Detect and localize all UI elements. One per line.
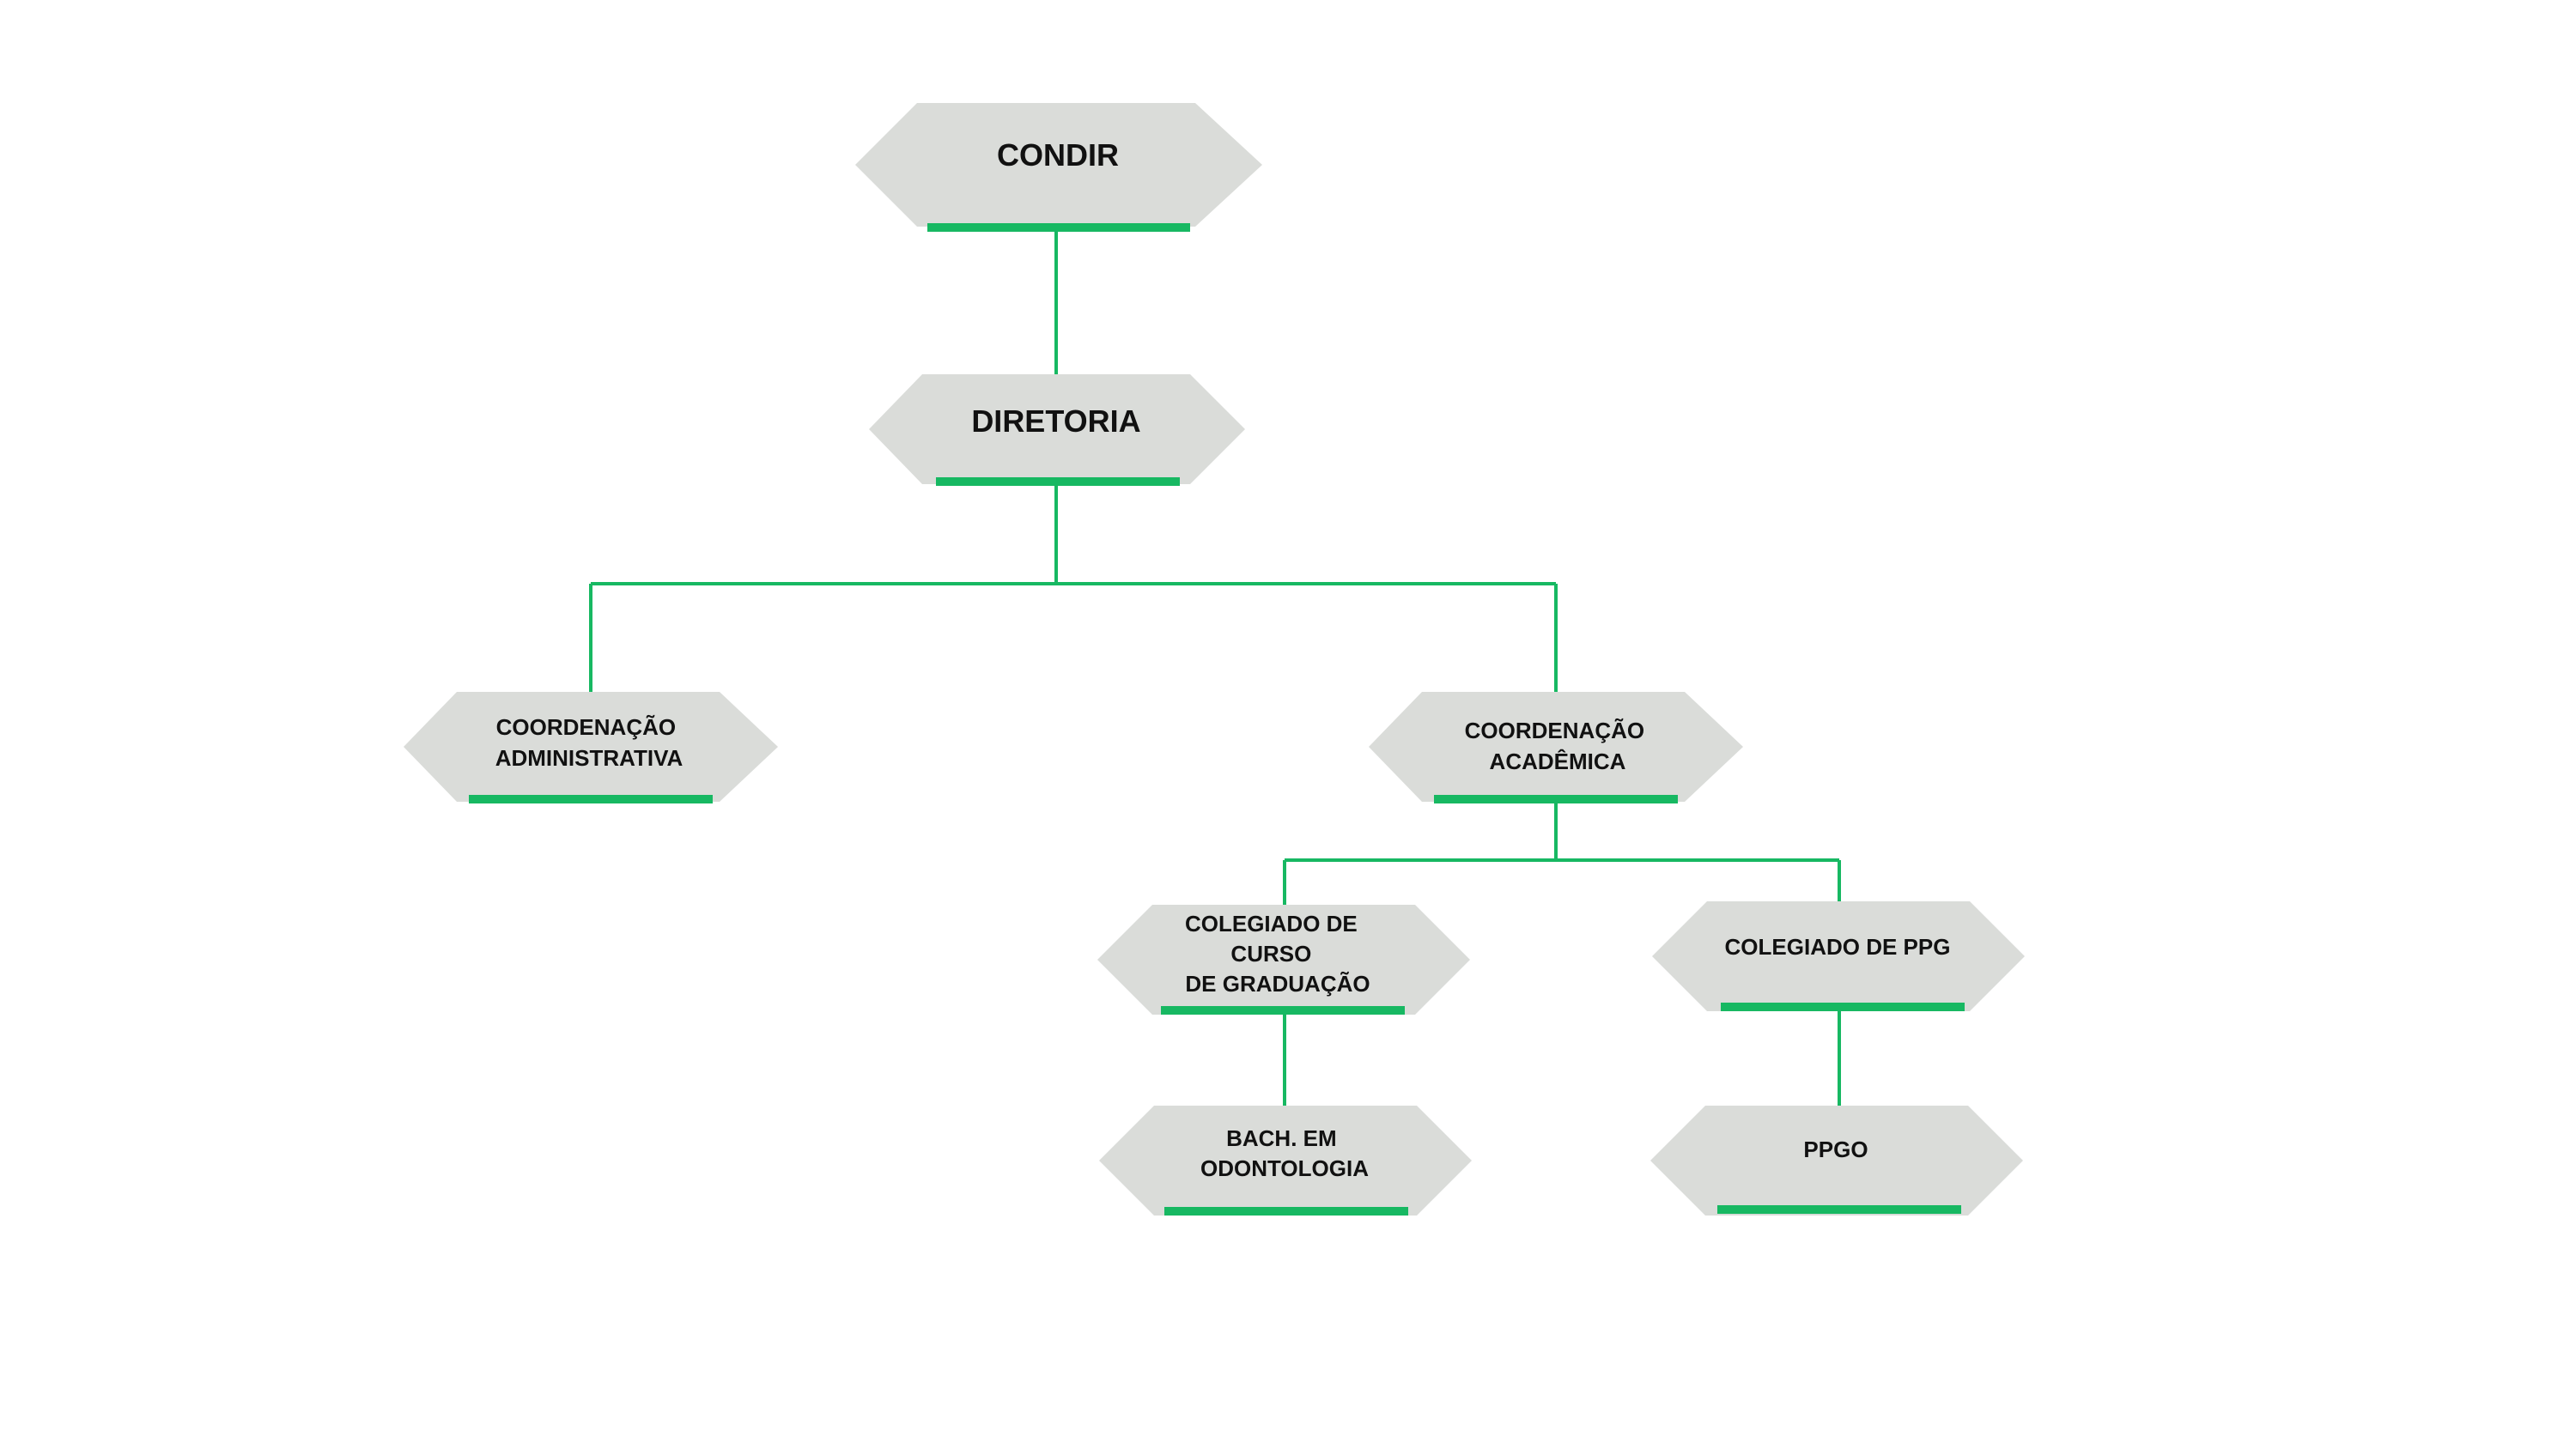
node-diretoria-shape	[869, 374, 1245, 484]
node-colegiado-grad-underline	[1161, 1006, 1405, 1015]
node-ppgo-label: PPGO	[1803, 1137, 1868, 1162]
node-coord-admin: COORDENAÇÃO ADMINISTRATIVA	[404, 692, 778, 803]
node-ppgo: PPGO	[1650, 1106, 2023, 1216]
node-coord-admin-shape	[404, 692, 778, 802]
node-ppgo-shape	[1650, 1106, 2023, 1216]
node-colegiado-ppg-label: COLEGIADO DE PPG	[1725, 934, 1951, 960]
node-coord-acad-label: COORDENAÇÃO ACADÊMICA	[1465, 718, 1651, 774]
node-colegiado-ppg: COLEGIADO DE PPG	[1652, 901, 2025, 1011]
node-condir: CONDIR	[855, 103, 1262, 232]
node-colegiado-grad: COLEGIADO DE CURSO DE GRADUAÇÃO	[1097, 905, 1470, 1015]
node-diretoria: DIRETORIA	[869, 374, 1245, 486]
node-coord-acad: COORDENAÇÃO ACADÊMICA	[1369, 692, 1743, 803]
node-coord-acad-underline	[1434, 795, 1678, 803]
node-diretoria-underline	[936, 477, 1180, 486]
node-bach-odonto: BACH. EM ODONTOLOGIA	[1099, 1106, 1472, 1216]
connectors	[589, 230, 1841, 1107]
node-bach-odonto-shape	[1099, 1106, 1472, 1216]
node-coord-admin-underline	[469, 795, 713, 803]
node-colegiado-ppg-shape	[1652, 901, 2025, 1011]
node-coord-admin-label: COORDENAÇÃO ADMINISTRATIVA	[495, 714, 683, 771]
node-colegiado-grad-label: COLEGIADO DE CURSO DE GRADUAÇÃO	[1185, 911, 1370, 997]
node-coord-acad-shape	[1369, 692, 1743, 802]
node-bach-odonto-underline	[1164, 1207, 1408, 1216]
node-ppgo-underline	[1717, 1205, 1961, 1214]
node-condir-shape	[855, 103, 1262, 227]
node-diretoria-label: DIRETORIA	[971, 403, 1140, 439]
node-colegiado-ppg-underline	[1721, 1003, 1965, 1011]
node-colegiado-grad-shape	[1097, 905, 1470, 1015]
node-bach-odonto-label: BACH. EM ODONTOLOGIA	[1200, 1125, 1369, 1181]
node-condir-underline	[927, 223, 1190, 232]
node-condir-label: CONDIR	[997, 137, 1119, 173]
